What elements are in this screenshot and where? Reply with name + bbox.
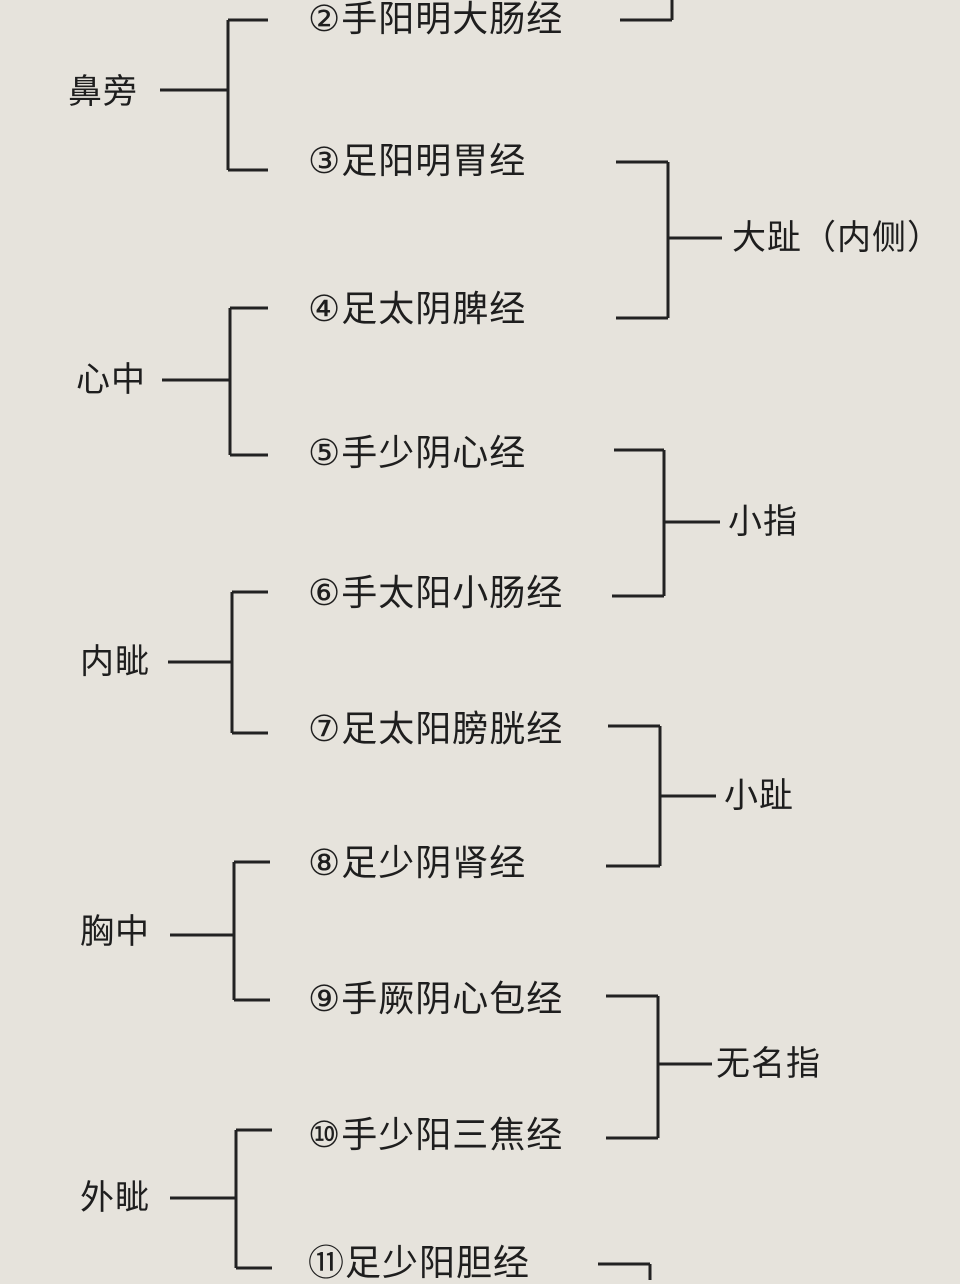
right-bracket-big-toe [616,160,722,320]
right-bracket-ring-finger [606,994,712,1140]
left-bracket-outer-canthus [170,1128,272,1270]
meridian-label: ⑤手少阴心经 [308,433,527,474]
left-bracket-heart [162,306,268,457]
left-group-label: 心中 [76,360,146,400]
meridian-label: ③足阳明胃经 [308,141,527,182]
left-bracket-chest [170,860,270,1002]
meridian-label: ⑥手太阳小肠经 [308,573,564,614]
right-bracket-top-continuation [620,0,674,22]
meridian-label: ⑦足太阳膀胱经 [308,709,564,750]
meridian-label: ②手阳明大肠经 [308,0,564,40]
meridian-label: ⑪足少阳胆经 [308,1243,531,1284]
right-group-label: 无名指 [716,1044,821,1084]
meridian-label: ⑧足少阴肾经 [308,843,527,884]
left-group-label: 鼻旁 [68,72,138,112]
meridian-label: ⑨手厥阴心包经 [308,979,564,1020]
right-bracket-bottom-continuation [598,1262,652,1280]
right-group-label: 大趾（内侧） [732,218,942,258]
left-group-label: 胸中 [80,912,150,952]
left-bracket-nose [160,18,268,172]
right-group-label: 小指 [728,502,798,542]
left-group-label: 外眦 [80,1178,150,1218]
right-group-label: 小趾 [724,776,794,816]
left-bracket-inner-canthus [168,590,268,735]
left-group-label: 内眦 [80,642,150,682]
meridian-label: ⑩手少阳三焦经 [308,1115,564,1156]
meridian-label: ④足太阴脾经 [308,289,527,330]
right-bracket-little-toe [606,724,716,868]
right-bracket-little-finger [612,448,720,598]
